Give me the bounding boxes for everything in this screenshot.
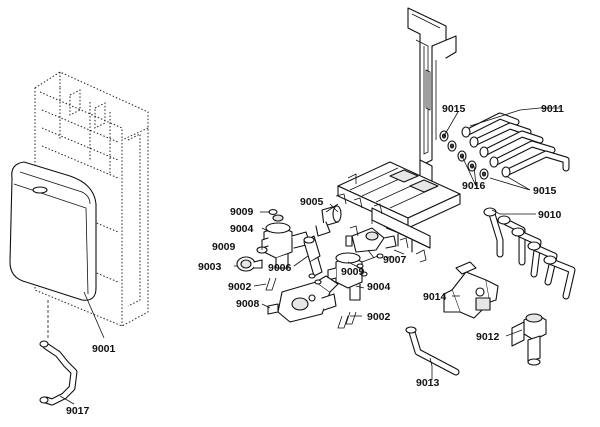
- label-9014: 9014: [423, 291, 447, 303]
- clips-9002: [265, 193, 427, 329]
- label-9002-left: 9002: [228, 281, 252, 293]
- leader-lines: [59, 107, 560, 405]
- label-9003: 9003: [198, 261, 222, 273]
- valve-body-9008: [267, 275, 339, 323]
- label-9017: 9017: [66, 405, 90, 417]
- label-9007: 9007: [383, 254, 407, 266]
- valve-assembly-9004-center: [327, 252, 363, 301]
- valve-9007: [345, 227, 397, 253]
- label-9008: 9008: [236, 298, 260, 310]
- mounting-bracket: [407, 7, 457, 191]
- hose-9017: [39, 340, 78, 406]
- pipe-set-9011: [461, 112, 570, 178]
- label-9010: 9010: [538, 209, 562, 221]
- label-9001: 9001: [92, 343, 116, 355]
- fitting-9006: [303, 235, 323, 277]
- label-9009-top: 9009: [230, 206, 254, 218]
- fitting-9005: [315, 205, 342, 237]
- label-9015-top: 9015: [442, 103, 466, 115]
- label-9016: 9016: [462, 180, 486, 192]
- label-9012: 9012: [476, 331, 500, 343]
- label-9013: 9013: [416, 377, 440, 389]
- knob-9003: [236, 256, 263, 272]
- manifold-plate: [337, 161, 461, 253]
- part-labels: 9001 9017 9011 9015 9016 9015 9010 9014 …: [66, 103, 564, 417]
- label-9009-center: 9009: [341, 266, 365, 278]
- valve-9012: [511, 313, 547, 366]
- pipe-set-9010: [483, 207, 576, 300]
- label-9011: 9011: [541, 103, 564, 115]
- label-9004-center: 9004: [367, 281, 391, 293]
- pipe-9013: [405, 326, 460, 376]
- label-9015-bottom: 9015: [533, 185, 557, 197]
- boiler-casing: [34, 71, 149, 327]
- label-9002-center: 9002: [367, 311, 391, 323]
- label-9005: 9005: [300, 196, 324, 208]
- valve-9014: [443, 261, 499, 319]
- valve-assembly-9004-left: [256, 209, 311, 269]
- label-9009-left: 9009: [212, 241, 236, 253]
- expansion-vessel-9001: [9, 161, 97, 340]
- label-9006: 9006: [268, 262, 292, 274]
- label-9004-left: 9004: [230, 223, 254, 235]
